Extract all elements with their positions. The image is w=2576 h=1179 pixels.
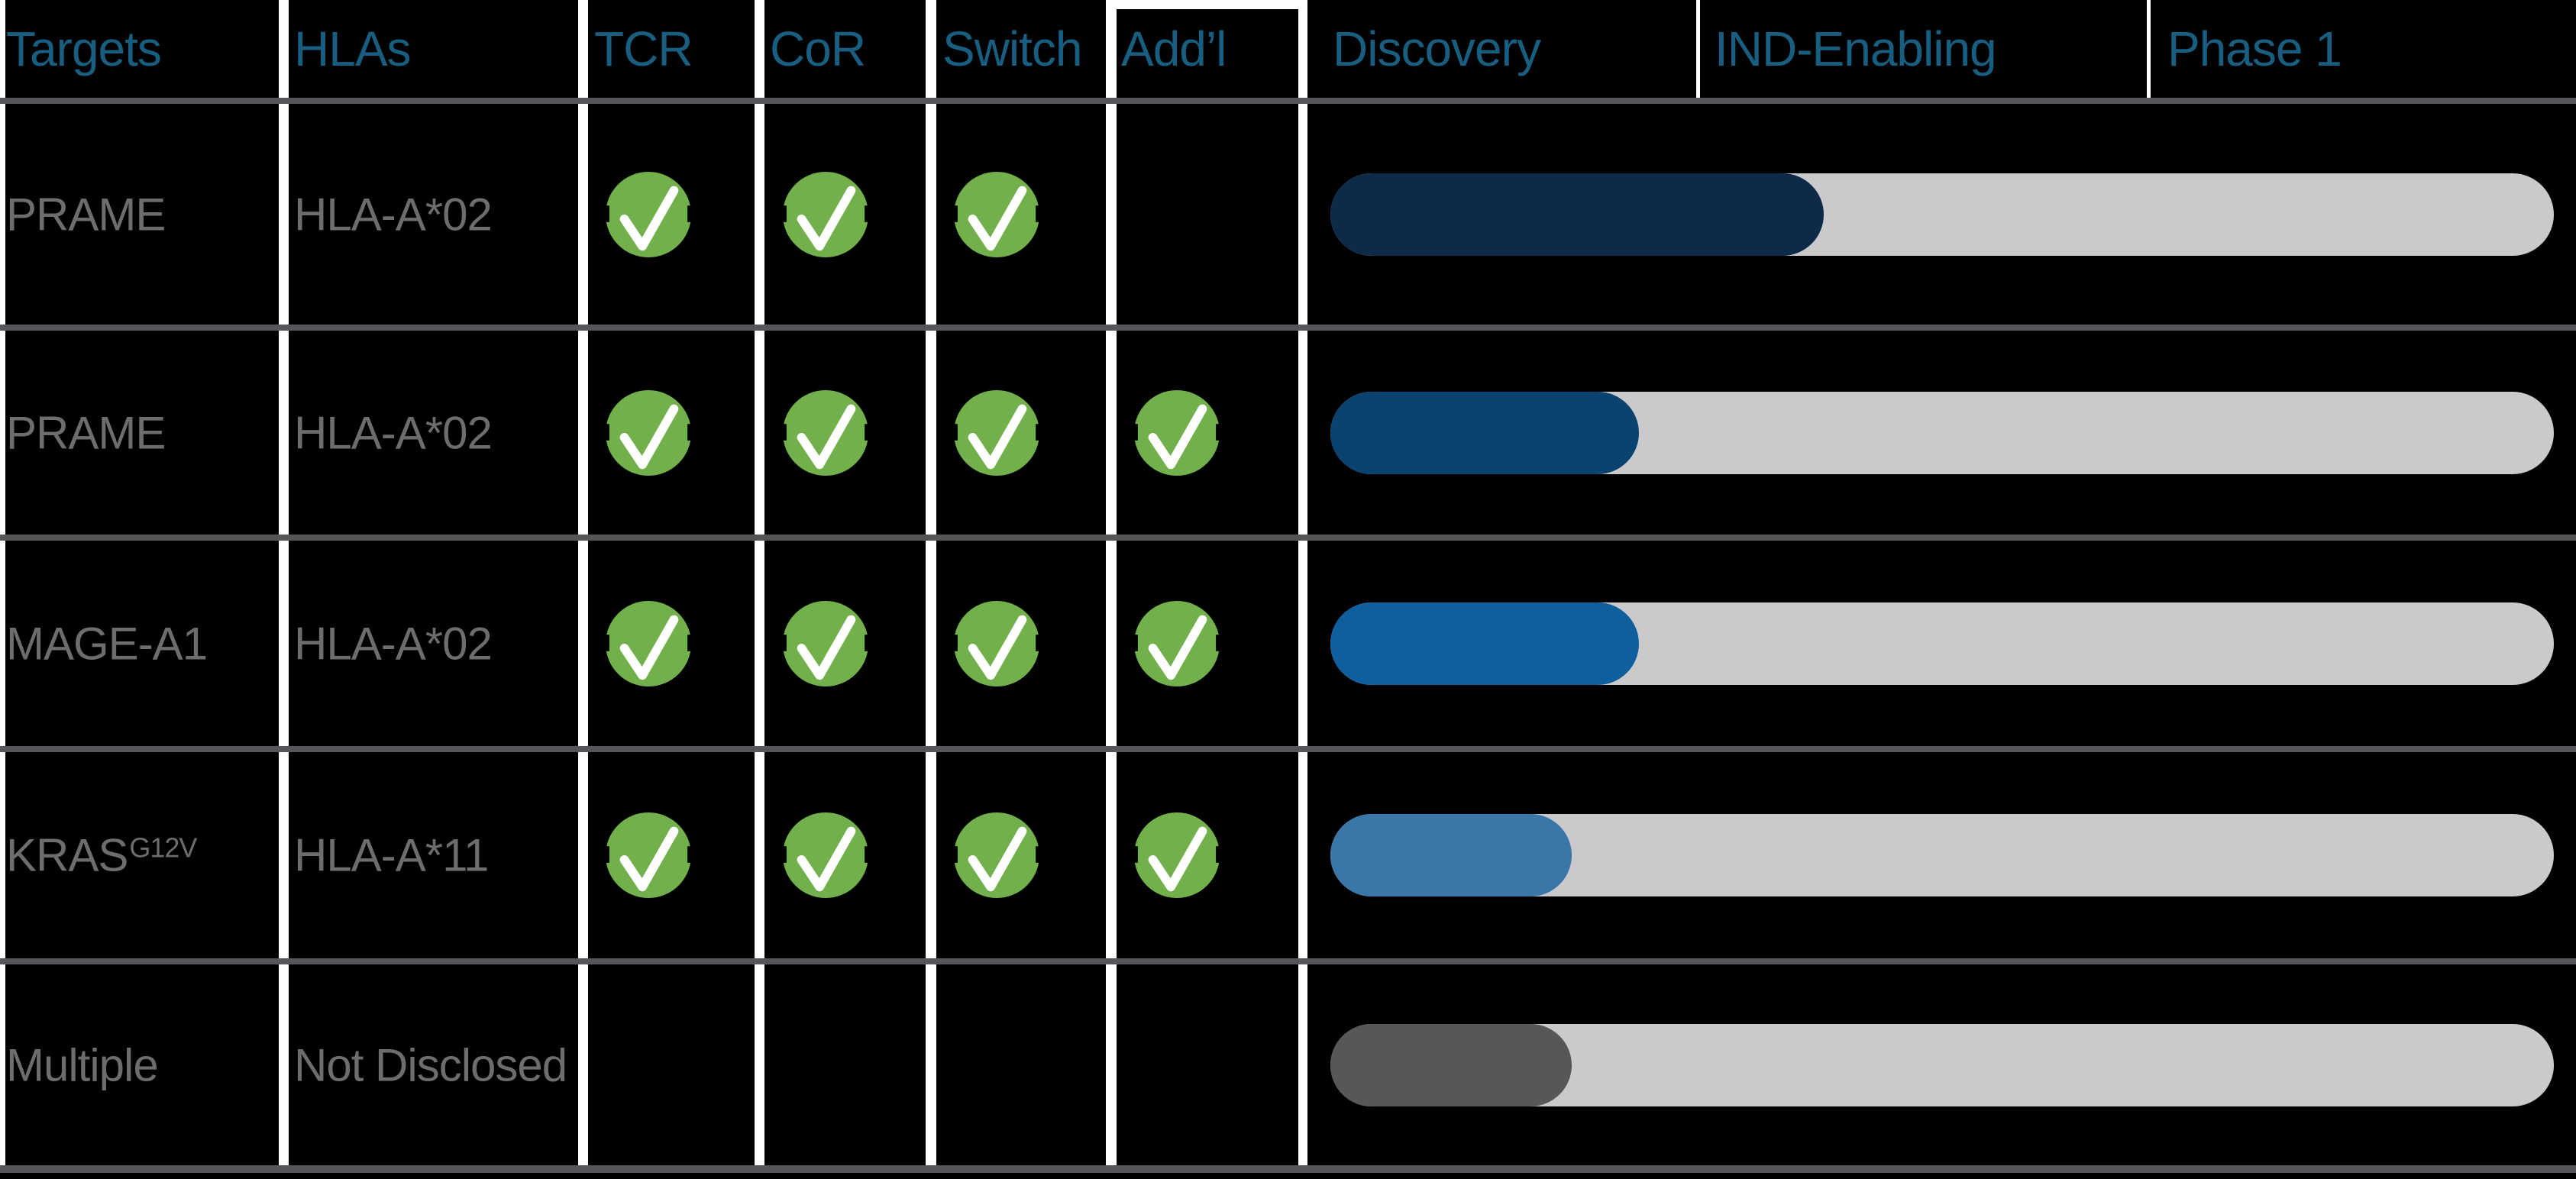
check-circle-icon <box>597 810 700 900</box>
row-divider <box>0 325 2576 331</box>
column-divider-switch <box>1106 0 1117 1165</box>
progress-fill <box>1330 391 1639 474</box>
progress-track <box>1330 391 2554 474</box>
hla-label: HLA-A*02 <box>294 407 493 458</box>
check-circle-icon <box>774 388 877 478</box>
check-circle-icon <box>1126 810 1228 900</box>
phase-divider-ind-phase1 <box>2147 0 2151 98</box>
progress-track <box>1330 1023 2554 1106</box>
check-circle-icon <box>597 170 700 260</box>
pipeline-row: MAGE-A1 HLA-A*02 <box>0 541 2576 746</box>
target-label: KRASG12V <box>6 829 197 882</box>
check-circle-icon <box>945 810 1048 900</box>
addl-column-top-border <box>1106 0 1307 9</box>
column-divider-hlas <box>578 0 588 1165</box>
check-circle-icon <box>945 599 1048 689</box>
progress-fill <box>1330 602 1639 685</box>
column-divider-targets <box>279 0 289 1165</box>
pipeline-row: Multiple Not Disclosed <box>0 964 2576 1165</box>
hla-label: HLA-A*02 <box>294 189 493 240</box>
row-divider <box>0 958 2576 964</box>
target-text: PRAME <box>6 407 166 458</box>
column-header-tcr: TCR <box>594 21 693 76</box>
target-label: PRAME <box>6 406 166 459</box>
check-circle-icon <box>945 388 1048 478</box>
row-divider <box>0 746 2576 752</box>
column-header-hlas: HLAs <box>294 21 411 76</box>
phase-header-discovery: Discovery <box>1333 21 1541 76</box>
row-divider <box>0 98 2576 104</box>
target-text: PRAME <box>6 189 166 240</box>
progress-track <box>1330 602 2554 685</box>
target-label: MAGE-A1 <box>6 617 208 670</box>
check-circle-icon <box>945 170 1048 260</box>
target-label: PRAME <box>6 188 166 241</box>
hla-label: HLA-A*11 <box>294 829 489 881</box>
progress-fill <box>1330 814 1572 896</box>
column-header-switch: Switch <box>942 21 1082 76</box>
hla-label: HLA-A*02 <box>294 618 493 669</box>
check-circle-icon <box>774 170 877 260</box>
column-header-cor: CoR <box>770 21 866 76</box>
table-bottom-border <box>0 1165 2576 1173</box>
check-circle-icon <box>774 599 877 689</box>
column-header-targets: Targets <box>6 21 162 76</box>
pipeline-row: PRAME HLA-A*02 <box>0 104 2576 325</box>
column-divider-tcr <box>755 0 764 1165</box>
pipeline-row: KRASG12V HLA-A*11 <box>0 752 2576 958</box>
progress-fill <box>1330 173 1824 256</box>
check-circle-icon <box>774 810 877 900</box>
hla-label: Not Disclosed <box>294 1039 567 1090</box>
progress-fill <box>1330 1023 1572 1106</box>
target-label: Multiple <box>6 1038 160 1091</box>
row-divider <box>0 535 2576 541</box>
target-text: MAGE-A1 <box>6 618 208 669</box>
table-left-border <box>0 0 5 1165</box>
check-circle-icon <box>597 388 700 478</box>
check-circle-icon <box>1126 388 1228 478</box>
phase-header-phase1: Phase 1 <box>2167 21 2342 76</box>
check-circle-icon <box>1126 599 1228 689</box>
progress-track <box>1330 173 2554 256</box>
progress-track <box>1330 814 2554 896</box>
check-circle-icon <box>597 599 700 689</box>
pipeline-row: PRAME HLA-A*02 <box>0 331 2576 535</box>
column-header-addl: Add’l <box>1121 21 1227 76</box>
column-divider-addl <box>1298 0 1307 1165</box>
column-divider-cor <box>926 0 936 1165</box>
target-text: Multiple <box>6 1039 159 1090</box>
target-superscript: G12V <box>129 832 197 864</box>
phase-header-ind-enabling: IND-Enabling <box>1715 21 1997 76</box>
phase-divider-discovery-ind <box>1696 0 1700 98</box>
target-text: KRAS <box>6 829 128 881</box>
